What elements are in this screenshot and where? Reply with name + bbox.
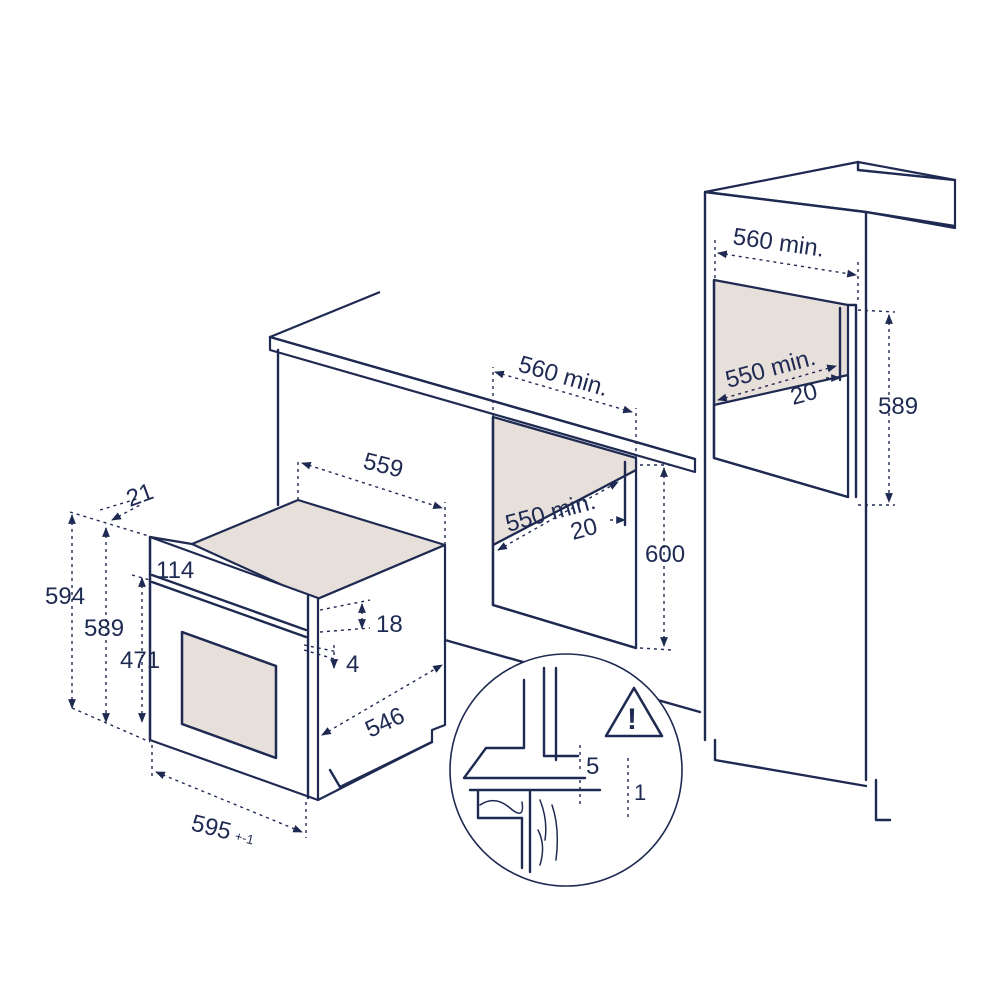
uc-inner-width-dim [497, 481, 619, 551]
detail-gap-bottom-label: 1 [634, 780, 646, 805]
oven-depth-ext [297, 458, 446, 545]
oven-width-dim [155, 771, 303, 833]
oven-gap-ext [303, 644, 339, 661]
oven-width-ext [151, 745, 307, 838]
countertop [268, 290, 697, 474]
detail-wood-grain [479, 799, 559, 866]
uc-height-ext [639, 464, 673, 651]
oven-depth-label: 559 [361, 448, 406, 484]
oven-panel-dim [111, 504, 141, 521]
detail-view: 5 1 ! [449, 653, 683, 887]
oven-side-depth-dim [321, 664, 443, 736]
tall-cabinet: 560 min. 550 min. 20 589 [703, 160, 957, 822]
oven-door-height-label: 471 [120, 647, 160, 674]
oven-body-height-label: 589 [84, 615, 124, 642]
oven-width-label: 595 [189, 810, 234, 846]
detail-circle [449, 653, 683, 887]
oven-total-height-label: 594 [45, 583, 85, 610]
tall-cabinet-base [713, 160, 957, 788]
oven-gap-label: 4 [346, 651, 359, 678]
tc-height-ext [857, 309, 896, 506]
niche-frame [491, 415, 638, 650]
uc-height-label: 600 [645, 541, 685, 568]
detail-cabinet [468, 788, 602, 874]
oven-panel-ext [69, 497, 153, 538]
oven-width-tolerance: +-1 [233, 828, 255, 847]
tc-width-dim [717, 250, 857, 278]
oven-window-frame [180, 630, 278, 760]
countertop-edge [268, 335, 697, 461]
oven-front-edge [148, 535, 310, 800]
tc-height-label: 589 [878, 393, 918, 420]
control-panel-line [150, 573, 308, 639]
uc-width-ext [492, 367, 637, 458]
oven: 559 546 595 +-1 21 594 589 471 114 18 4 [45, 448, 447, 848]
tall-cabinet-foot [874, 778, 892, 822]
uc-width-label: 560 min. [515, 351, 611, 402]
oven-control-ext [131, 574, 151, 581]
detail-gap-dims [579, 745, 629, 820]
tc-width-label: 560 min. [731, 223, 826, 263]
oven-total-height-ext [71, 707, 151, 743]
oven-handle-ext [319, 599, 371, 633]
tall-cabinet-top [703, 160, 957, 230]
warning-triangle-icon [604, 686, 664, 738]
oven-control-label: 114 [156, 557, 194, 584]
oven-panel-label: 21 [123, 478, 157, 513]
oven-handle-label: 18 [376, 611, 403, 638]
oven-base [328, 740, 434, 789]
uc-width-dim [494, 370, 633, 414]
warning-symbol: ! [627, 703, 637, 736]
detail-oven-edge [462, 666, 587, 780]
detail-gap-top-label: 5 [586, 753, 599, 780]
tall-niche-frame [712, 278, 858, 499]
tall-cabinet-frame [703, 190, 957, 782]
